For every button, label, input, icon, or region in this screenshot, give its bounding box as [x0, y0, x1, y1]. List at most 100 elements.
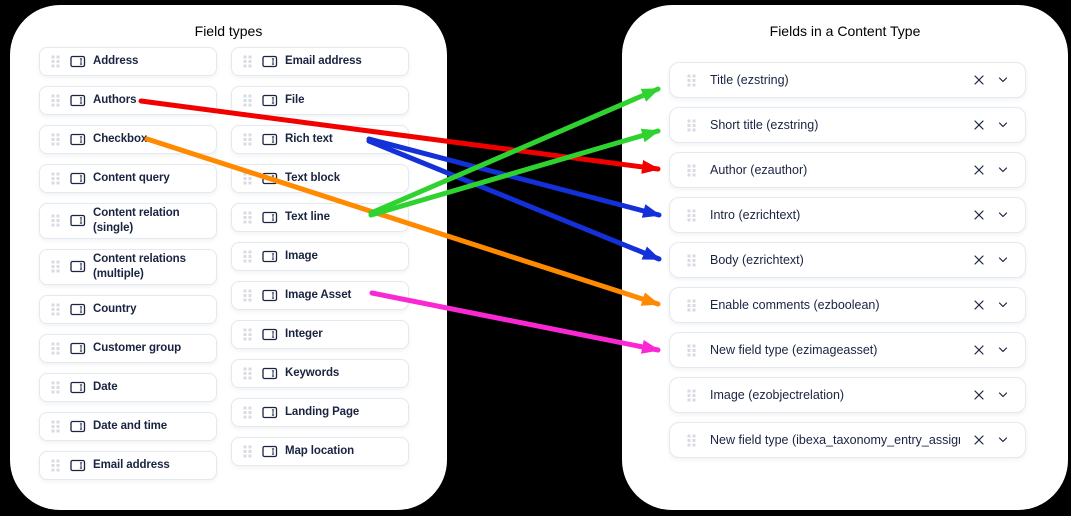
drag-handle-icon[interactable]	[687, 434, 696, 447]
field-type-card[interactable]: Content relation (single)	[39, 203, 217, 239]
field-type-card[interactable]: Content relations (multiple)	[39, 248, 217, 285]
input-field-icon	[70, 381, 93, 394]
input-field-icon	[70, 342, 93, 355]
chevron-down-icon[interactable]	[996, 208, 1010, 222]
drag-handle-icon[interactable]	[687, 299, 696, 312]
chevron-down-icon[interactable]	[996, 253, 1010, 267]
drag-handle-icon[interactable]	[687, 119, 696, 132]
remove-field-button[interactable]	[972, 253, 986, 267]
drag-handle-icon[interactable]	[51, 303, 70, 316]
field-type-label: Landing Page	[285, 406, 360, 419]
input-field-icon	[70, 214, 93, 227]
input-field-icon	[262, 367, 285, 380]
field-type-card[interactable]: Integer	[231, 320, 409, 349]
field-type-label: Image	[285, 250, 318, 263]
content-type-panel-title: Fields in a Content Type	[769, 23, 921, 39]
chevron-down-icon[interactable]	[996, 163, 1010, 177]
drag-handle-icon[interactable]	[243, 250, 262, 263]
drag-handle-icon[interactable]	[243, 133, 262, 146]
remove-field-button[interactable]	[972, 163, 986, 177]
remove-field-button[interactable]	[972, 298, 986, 312]
drag-handle-icon[interactable]	[51, 172, 70, 185]
field-type-card[interactable]: Image	[231, 242, 409, 271]
field-type-label: Text line	[285, 211, 330, 224]
drag-handle-icon[interactable]	[243, 172, 262, 185]
content-type-field-row[interactable]: New field type (ezimageasset)	[669, 332, 1026, 368]
input-field-icon	[262, 289, 285, 302]
field-type-card[interactable]: Country	[39, 294, 217, 324]
chevron-down-icon[interactable]	[996, 118, 1010, 132]
field-type-card[interactable]: Text line	[231, 203, 409, 232]
chevron-down-icon[interactable]	[996, 433, 1010, 447]
remove-field-button[interactable]	[972, 208, 986, 222]
drag-handle-icon[interactable]	[51, 94, 70, 107]
field-type-card[interactable]: Image Asset	[231, 281, 409, 310]
drag-handle-icon[interactable]	[687, 389, 696, 402]
drag-handle-icon[interactable]	[687, 164, 696, 177]
field-type-card[interactable]: Map location	[231, 437, 409, 466]
field-type-card[interactable]: Email address	[231, 47, 409, 76]
drag-handle-icon[interactable]	[243, 55, 262, 68]
drag-handle-icon[interactable]	[51, 55, 70, 68]
drag-handle-icon[interactable]	[687, 254, 696, 267]
drag-handle-icon[interactable]	[243, 406, 262, 419]
content-type-field-row[interactable]: Enable comments (ezboolean)	[669, 287, 1026, 323]
drag-handle-icon[interactable]	[51, 420, 70, 433]
field-type-card[interactable]: Text block	[231, 164, 409, 193]
drag-handle-icon[interactable]	[687, 344, 696, 357]
chevron-down-icon[interactable]	[996, 298, 1010, 312]
input-field-icon	[70, 172, 93, 185]
drag-handle-icon[interactable]	[51, 342, 70, 355]
chevron-down-icon[interactable]	[996, 343, 1010, 357]
content-type-field-row[interactable]: Image (ezobjectrelation)	[669, 377, 1026, 413]
field-type-card[interactable]: Checkbox	[39, 125, 217, 154]
drag-handle-icon[interactable]	[243, 211, 262, 224]
drag-handle-icon[interactable]	[243, 328, 262, 341]
remove-field-button[interactable]	[972, 433, 986, 447]
drag-handle-icon[interactable]	[243, 445, 262, 458]
drag-handle-icon[interactable]	[243, 289, 262, 302]
input-field-icon	[262, 133, 285, 146]
drag-handle-icon[interactable]	[243, 94, 262, 107]
field-type-card[interactable]: Customer group	[39, 333, 217, 363]
content-type-field-row[interactable]: Intro (ezrichtext)	[669, 197, 1026, 233]
remove-field-button[interactable]	[972, 388, 986, 402]
drag-handle-icon[interactable]	[51, 459, 70, 472]
drag-handle-icon[interactable]	[51, 133, 70, 146]
field-types-panel-title: Field types	[194, 23, 263, 39]
content-type-field-label: New field type (ezimageasset)	[710, 343, 878, 357]
chevron-down-icon[interactable]	[996, 388, 1010, 402]
field-type-card[interactable]: File	[231, 86, 409, 115]
field-type-card[interactable]: Address	[39, 47, 217, 76]
field-type-label: Content relations (multiple)	[93, 252, 186, 280]
drag-handle-icon[interactable]	[687, 209, 696, 222]
input-field-icon	[262, 406, 285, 419]
field-type-card[interactable]: Authors	[39, 86, 217, 115]
content-type-field-row[interactable]: Body (ezrichtext)	[669, 242, 1026, 278]
field-type-card[interactable]: Rich text	[231, 125, 409, 154]
remove-field-button[interactable]	[972, 343, 986, 357]
content-type-field-row[interactable]: Short title (ezstring)	[669, 107, 1026, 143]
field-type-card[interactable]: Date	[39, 372, 217, 402]
content-type-field-label: Enable comments (ezboolean)	[710, 298, 880, 312]
content-type-field-row[interactable]: New field type (ibexa_taxonomy_entry_ass…	[669, 422, 1026, 458]
content-type-field-row[interactable]: Title (ezstring)	[669, 62, 1026, 98]
field-type-card[interactable]: Keywords	[231, 359, 409, 388]
content-type-field-row[interactable]: Author (ezauthor)	[669, 152, 1026, 188]
field-type-card[interactable]: Email address	[39, 450, 217, 480]
drag-handle-icon[interactable]	[51, 214, 70, 227]
drag-handle-icon[interactable]	[51, 381, 70, 394]
drag-handle-icon[interactable]	[687, 74, 696, 87]
field-type-card[interactable]: Landing Page	[231, 398, 409, 427]
drag-handle-icon[interactable]	[243, 367, 262, 380]
field-type-card[interactable]: Content query	[39, 164, 217, 193]
remove-field-button[interactable]	[972, 73, 986, 87]
drag-handle-icon[interactable]	[51, 260, 70, 273]
chevron-down-icon[interactable]	[996, 73, 1010, 87]
remove-field-button[interactable]	[972, 118, 986, 132]
field-type-label: Customer group	[93, 341, 182, 354]
input-field-icon	[70, 303, 93, 316]
field-type-card[interactable]: Date and time	[39, 411, 217, 441]
